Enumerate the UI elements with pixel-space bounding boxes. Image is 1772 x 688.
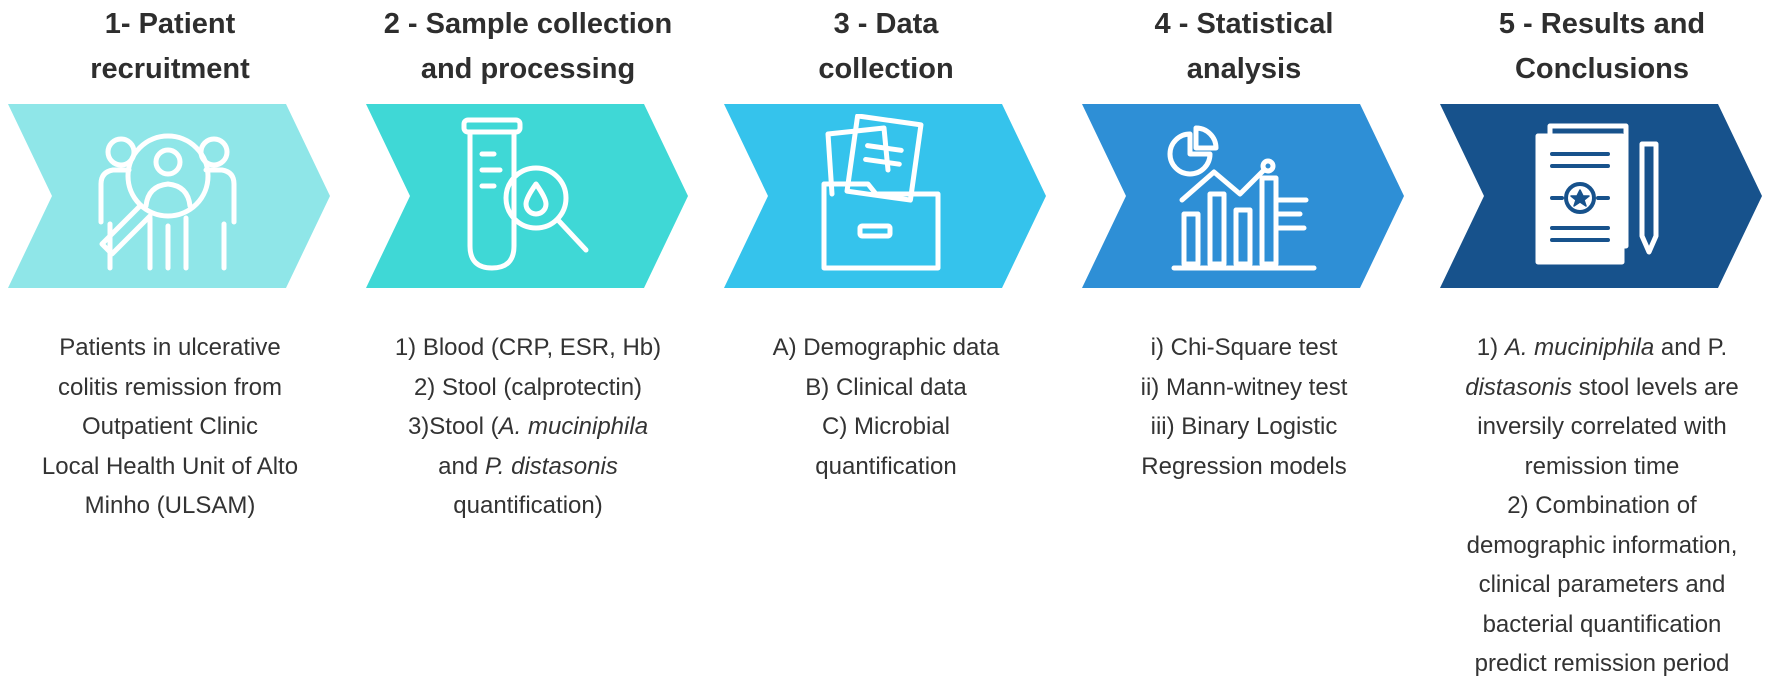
step-3-chevron bbox=[724, 104, 1046, 288]
patient-search-icon bbox=[98, 133, 237, 271]
step-1: 1- Patient recruitment Patients in ulcer… bbox=[0, 0, 340, 688]
chart-analysis-icon bbox=[1167, 125, 1317, 271]
step-4: 4 - Statistical analysis i) Chi-Square t… bbox=[1074, 0, 1414, 688]
step-4-description: i) Chi-Square test ii) Mann-witney test … bbox=[1140, 334, 1348, 480]
step-3-title: 3 - Data collection bbox=[818, 8, 954, 85]
step-4-chevron bbox=[1082, 104, 1404, 288]
step-5-description: 1) A. muciniphila and P. distasonis stoo… bbox=[1465, 334, 1739, 677]
step-5: 5 - Results and Conclusions 1) A. mucini… bbox=[1432, 0, 1772, 688]
step-4-chevron-shape bbox=[1082, 104, 1404, 288]
step-2-chevron bbox=[366, 104, 688, 288]
step-1-chevron bbox=[8, 104, 330, 288]
step-1-description: Patients in ulcerative colitis remission… bbox=[41, 334, 299, 519]
step-2-description: 1) Blood (CRP, ESR, Hb) 2) Stool (calpro… bbox=[394, 334, 662, 519]
folder-documents-icon bbox=[821, 114, 941, 271]
step-3: 3 - Data collection A) Demographic data … bbox=[716, 0, 1056, 688]
step-5-title: 5 - Results and Conclusions bbox=[1498, 8, 1706, 85]
step-1-title: 1- Patient recruitment bbox=[90, 8, 250, 85]
step-4-title: 4 - Statistical analysis bbox=[1154, 8, 1334, 85]
step-2-title: 2 - Sample collection and processing bbox=[383, 8, 673, 85]
report-pencil-icon bbox=[1535, 123, 1659, 265]
step-3-description: A) Demographic data B) Clinical data C) … bbox=[772, 334, 1000, 480]
step-2: 2 - Sample collection and processing 1) … bbox=[358, 0, 698, 688]
step-1-chevron-shape bbox=[8, 104, 330, 288]
test-tube-magnifier-icon bbox=[461, 117, 589, 271]
step-5-chevron bbox=[1440, 104, 1762, 288]
